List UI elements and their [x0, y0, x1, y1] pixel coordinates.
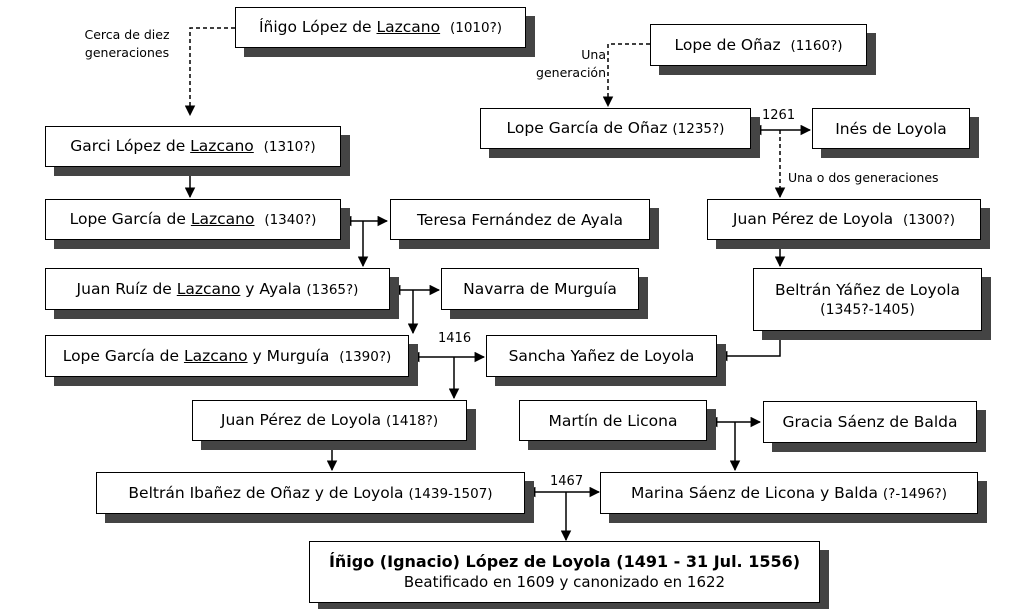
person-lope-lazcano: Lope García de Lazcano (1340?) [45, 199, 341, 240]
note-una-generacion: Una generación [512, 46, 606, 82]
surname-lazcano: Lazcano [190, 210, 255, 228]
person-year: (1439-1507) [408, 485, 493, 502]
note-line: generación [536, 65, 606, 80]
name-part: Garci López de [70, 137, 191, 155]
person-year: (1010?) [449, 20, 503, 36]
name-part: Lope García de [69, 210, 191, 228]
ignacio-title: Íñigo (Ignacio) López de Loyola (1491 - … [328, 552, 801, 571]
person-name: Juan Pérez de Loyola [732, 210, 894, 228]
surname-lazcano: Lazcano [190, 137, 254, 155]
note-cerca-de-diez: Cerca de diez generaciones [68, 26, 186, 62]
person-name: Lope García de Oñaz [506, 119, 668, 137]
person-year: (1345?-1405) [820, 301, 915, 318]
person-name: Martín de Licona [548, 411, 678, 430]
name-part: Íñigo López de [258, 18, 377, 36]
person-lope-onaz: Lope de Oñaz (1160?) [650, 24, 867, 66]
person-name: Beltrán Ibañez de Oñaz y de Loyola [128, 483, 404, 502]
note-line: generaciones [84, 45, 170, 60]
person-year: (1160?) [790, 37, 843, 54]
dashed-link-onaz [602, 43, 650, 108]
surname-lazcano: Lazcano [183, 346, 248, 365]
person-navarra: Navarra de Murguía [441, 268, 639, 310]
person-ines: Inés de Loyola [812, 108, 970, 149]
person-name: Navarra de Murguía [463, 280, 617, 298]
person-martin: Martín de Licona [519, 400, 707, 441]
person-name: Teresa Fernández de Ayala [416, 210, 624, 229]
link-beltran-sancha [716, 331, 781, 362]
person-juan-perez-1418: Juan Pérez de Loyola (1418?) [192, 400, 467, 441]
person-juan-perez-1300: Juan Pérez de Loyola (1300?) [707, 199, 981, 240]
person-juan-ruiz: Juan Ruíz de Lazcano y Ayala (1365?) [45, 268, 390, 310]
person-ignacio: Íñigo (Ignacio) López de Loyola (1491 - … [309, 541, 820, 603]
person-teresa: Teresa Fernández de Ayala [390, 199, 650, 240]
person-beltran-yanez: Beltrán Yáñez de Loyola (1345?-1405) [753, 268, 982, 331]
person-name: Inés de Loyola [835, 119, 947, 138]
note-line: Una [581, 47, 606, 62]
person-year: (1340?) [264, 212, 317, 228]
name-part: Lope García de [62, 346, 184, 365]
person-year: (1310?) [263, 139, 316, 155]
person-year: (1300?) [903, 212, 956, 228]
person-lope-garcia-onaz: Lope García de Oñaz (1235?) [480, 108, 751, 149]
person-year: (1235?) [672, 121, 725, 137]
person-year: (1418?) [386, 413, 439, 429]
dashed-link-lazcano [184, 27, 235, 117]
ignacio-subtitle: Beatificado en 1609 y canonizado en 1622 [403, 573, 726, 591]
person-name: Marina Sáenz de Licona y Balda [631, 483, 878, 502]
surname-lazcano: Lazcano [176, 279, 241, 298]
person-year: (1365?) [306, 281, 359, 298]
person-name: Beltrán Yáñez de Loyola [774, 280, 961, 299]
marriage-year-1261: 1261 [762, 108, 796, 123]
person-sancha: Sancha Yañez de Loyola [486, 335, 717, 377]
note-line: Cerca de diez [84, 27, 170, 42]
person-name: Lope de Oñaz [674, 35, 781, 54]
surname-lazcano: Lazcano [376, 18, 441, 36]
person-name: Sancha Yañez de Loyola [508, 347, 695, 365]
note-una-o-dos: Una o dos generaciones [788, 170, 939, 185]
person-garci-lazcano: Garci López de Lazcano (1310?) [45, 126, 341, 167]
name-part: y Murguía [247, 346, 330, 365]
person-year: (?-1496?) [882, 485, 947, 502]
name-part: Juan Ruíz de [76, 279, 177, 298]
person-gracia: Gracia Sáenz de Balda [763, 401, 977, 443]
person-year: (1390?) [339, 348, 392, 365]
person-inigo-lazcano: Íñigo López de Lazcano (1010?) [235, 7, 526, 48]
person-marina: Marina Sáenz de Licona y Balda (?-1496?) [600, 472, 978, 514]
person-name: Gracia Sáenz de Balda [782, 413, 958, 431]
marriage-year-1416: 1416 [438, 331, 472, 346]
person-lope-murguia: Lope García de Lazcano y Murguía (1390?) [45, 335, 409, 377]
person-name: Juan Pérez de Loyola [220, 411, 382, 429]
person-beltran-ibanez: Beltrán Ibañez de Oñaz y de Loyola (1439… [96, 472, 525, 514]
name-part: y Ayala [240, 279, 302, 298]
marriage-year-1467: 1467 [550, 474, 584, 489]
